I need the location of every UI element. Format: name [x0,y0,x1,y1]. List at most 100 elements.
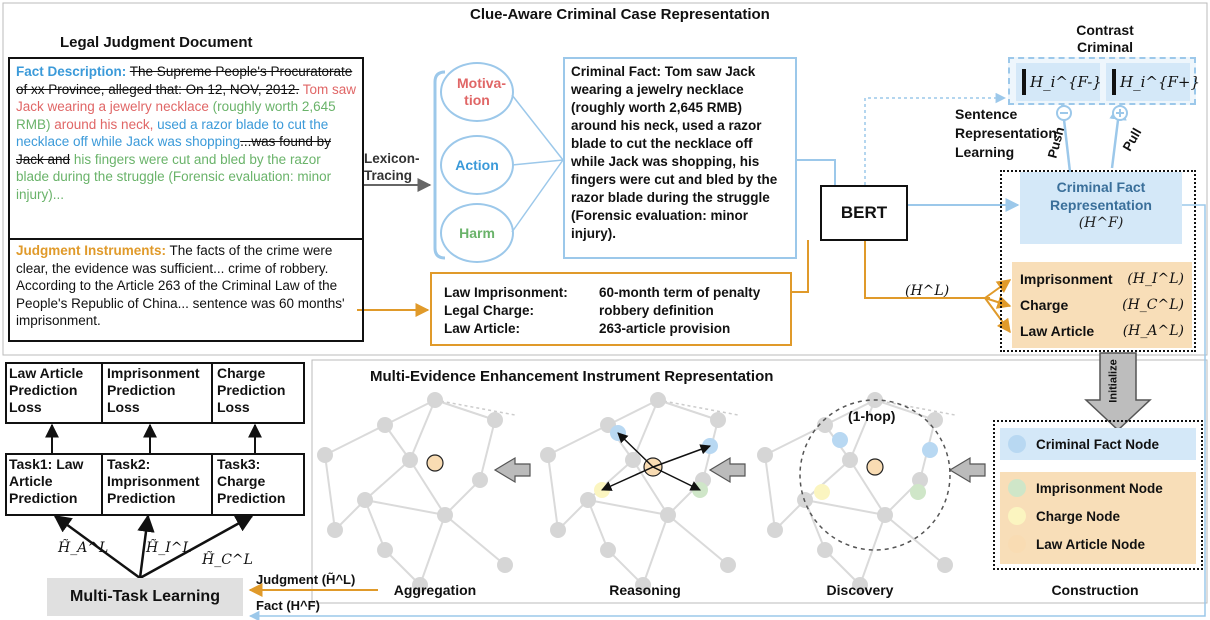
graph-edge [824,399,876,426]
graph-node [377,417,393,433]
discovery-neighbor-node [922,442,938,458]
graph-edge [632,399,659,461]
graph-edge [547,454,559,531]
graph-node [427,392,443,408]
graph-edge [642,514,669,586]
graph-node [767,522,783,538]
lexicon-tracing-label: Lexicon-Tracing [364,151,420,183]
graph-edge [824,549,861,586]
graph-edge [804,459,851,501]
graph-node [720,557,736,573]
imprisonment-loss: Imprisonment Prediction Loss [103,362,213,424]
graph-node [317,447,333,463]
graph-node [817,417,833,433]
graph-edge [434,399,496,421]
graph-edge [364,499,446,516]
graph-node [635,577,651,593]
graph-dashed-edge [434,399,516,416]
action-clue: Action [440,135,514,195]
graph-node [817,542,833,558]
graph-edge [324,424,386,456]
graph-edge [764,454,776,531]
legend-label-area [1000,472,1196,564]
legend-article: Law Article Node [1008,535,1145,553]
graph-node [710,412,726,428]
reasoning-arrow [652,466,701,491]
multi-evidence-title: Multi-Evidence Enhancement Instrument Re… [370,368,774,385]
graph-edge [632,459,669,516]
discovery-neighbor-node [832,432,848,448]
hop-label: (1-hop) [848,408,896,424]
legend-charge: Charge Node [1008,507,1120,525]
stage-discovery: Discovery [826,582,894,598]
graph-node [357,492,373,508]
discovery-neighbor-node [814,484,830,500]
graph-edge [849,399,876,461]
task1: Task1: Law Article Prediction [5,453,103,516]
graph-edge [874,399,936,421]
graph-node [842,452,858,468]
graph-node [580,492,596,508]
judgment-input-label: Judgment (H̃^L) [256,572,356,587]
graph-node [497,557,513,573]
graph-node [600,542,616,558]
graph-dashed-edge [874,399,956,416]
document-icon [1112,69,1116,95]
charge-node-icon [1008,507,1026,525]
charge-rep: Charge(H_C^L) [1020,297,1184,313]
graph-node [487,412,503,428]
graph-edge [587,459,634,501]
task3: Task3: Charge Prediction [217,456,286,506]
main-title: Clue-Aware Criminal Case Representation [470,6,770,23]
representation-container [1000,170,1196,352]
fact-description-box: Fact Description: The Supreme People's P… [8,57,364,240]
contrast-pair-box: H_i^{F-} H_i^{F+} [1008,57,1200,105]
graph-edge [657,399,719,421]
charge-loss: Charge Prediction Loss [217,365,286,415]
discovery-neighbor-node [910,484,926,500]
criminal-fact-representation: Criminal Fact Representation (H^F) [1020,172,1182,244]
graph-node [550,522,566,538]
graph-edge [667,514,729,566]
graph-illustrations [317,392,956,593]
graph-node [852,577,868,593]
law-provision-box: Law Imprisonment:60-month term of penalt… [430,272,792,346]
hl-label: (H^L) [905,283,950,299]
graph-edge [409,459,446,516]
graph-edge [409,399,436,461]
imprisonment-node-icon [1008,479,1026,497]
graph-edge [384,399,436,426]
positive-case: H_i^{F+} [1106,63,1200,101]
stage-construction: Construction [1051,582,1139,598]
graph-node [377,542,393,558]
graph-node [877,507,893,523]
initialize-label: Initialize [1107,359,1120,403]
graph-edge [479,419,496,481]
graph-edge [547,424,609,456]
graph-node [757,447,773,463]
task-row [5,453,305,516]
fact-input-label: Fact (H^F) [256,598,320,613]
graph-node [625,452,641,468]
graph-edge [384,549,421,586]
tilde-i: H̃_I^L [146,540,192,556]
graph-edge [587,499,669,516]
graph-edge [884,514,946,566]
law-article-loss: Law Article Prediction Loss [5,362,103,424]
graph-edge [804,499,886,516]
graph-edge [764,424,826,456]
graph-node [402,452,418,468]
graph-node [412,577,428,593]
negative-case: H_i^{F-} [1016,63,1102,101]
graph-edge [587,499,609,551]
graph-edge [607,549,644,586]
node-legend [993,420,1203,570]
graph-edge [419,514,446,586]
reasoning-arrow [601,466,654,491]
graph-node [937,557,953,573]
tilde-c: H̃_C^L [202,552,253,568]
graph-edge [324,454,336,531]
graph-dashed-edge [657,399,739,416]
harm-clue: Harm [440,203,514,263]
